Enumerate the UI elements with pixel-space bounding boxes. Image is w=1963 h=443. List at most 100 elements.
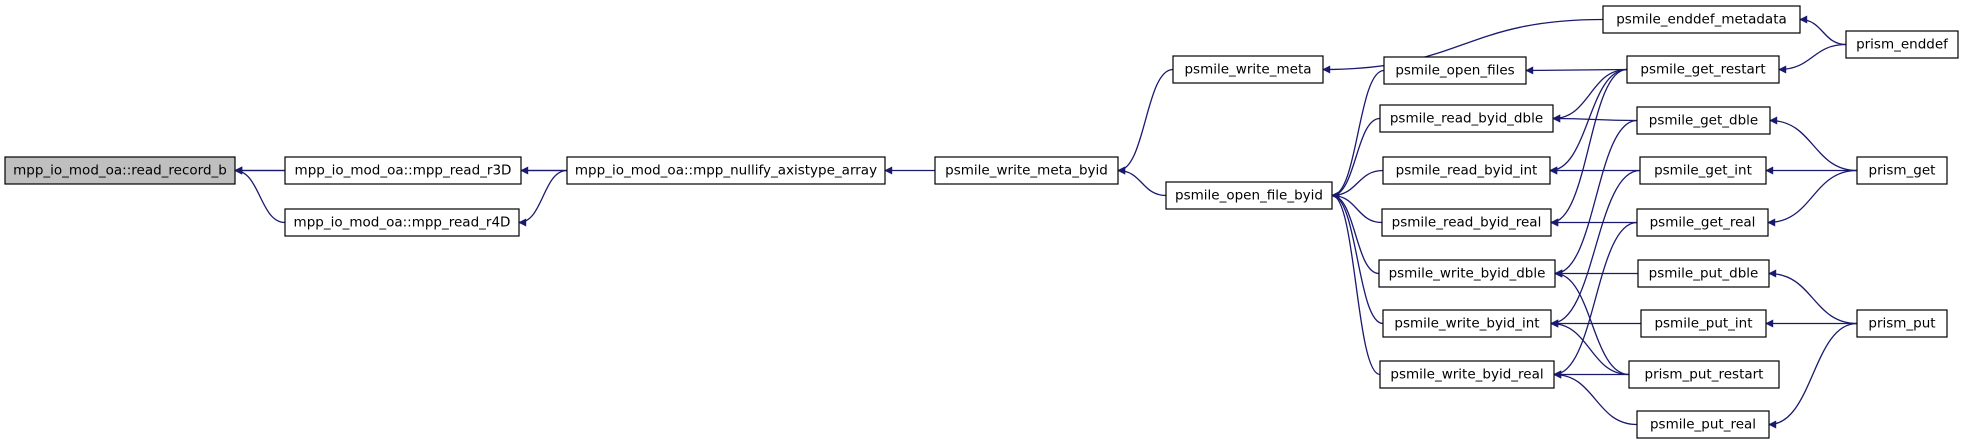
node-label: psmile_get_dble — [1649, 113, 1758, 129]
edge-arrow — [234, 166, 286, 224]
node-label: psmile_put_int — [1654, 316, 1752, 332]
node-box — [1636, 106, 1771, 135]
node-label: psmile_read_byid_int — [1396, 163, 1538, 179]
edge-enddef-to-get-restart — [1778, 43, 1847, 74]
node-put-int[interactable]: psmile_put_int — [1640, 309, 1767, 338]
node-box — [284, 208, 520, 237]
edge-arrow — [518, 169, 568, 227]
node-box — [1640, 309, 1767, 338]
edge-nullify-to-read-r4D — [518, 169, 568, 227]
node-write-int[interactable]: psmile_write_byid_int — [1382, 309, 1552, 338]
edge-get-restart-to-read-dble — [1552, 68, 1628, 123]
node-box — [566, 156, 886, 185]
node-open-files[interactable]: psmile_open_files — [1383, 56, 1527, 85]
node-label: psmile_open_files — [1395, 63, 1514, 79]
edge-enddef-to-enddef-meta — [1799, 15, 1847, 46]
edge-arrow — [1331, 69, 1385, 200]
node-label: psmile_write_byid_dble — [1389, 266, 1546, 282]
node-read-record-b[interactable]: mpp_io_mod_oa::read_record_b — [4, 156, 236, 185]
edge-arrow — [1550, 68, 1628, 227]
node-label: mpp_io_mod_oa::mpp_nullify_axistype_arra… — [575, 163, 877, 179]
edge-arrow — [1553, 370, 1638, 426]
node-box — [1382, 156, 1551, 185]
node-box — [934, 156, 1119, 185]
edge-put-to-put-real — [1768, 322, 1858, 429]
node-label: prism_put_restart — [1645, 367, 1764, 383]
node-box — [1636, 208, 1769, 237]
node-label: mpp_io_mod_oa::mpp_read_r4D — [294, 215, 511, 231]
node-read-int[interactable]: psmile_read_byid_int — [1382, 156, 1551, 185]
node-label: psmile_get_restart — [1640, 62, 1765, 78]
edge-arrow — [1331, 191, 1381, 376]
node-box — [1381, 208, 1552, 237]
node-get-int[interactable]: psmile_get_int — [1639, 156, 1767, 185]
node-label: psmile_write_meta_byid — [945, 163, 1108, 179]
edge-arrow — [1778, 43, 1847, 74]
node-box — [1637, 259, 1770, 288]
node-get-real[interactable]: psmile_get_real — [1636, 208, 1769, 237]
edge-get-to-get-real — [1767, 169, 1858, 227]
edge-open-files-to-open-file-byid — [1331, 69, 1385, 200]
node-label: psmile_write_byid_int — [1394, 316, 1539, 332]
node-write-dble[interactable]: psmile_write_byid_dble — [1378, 259, 1556, 288]
node-open-file-byid[interactable]: psmile_open_file_byid — [1165, 181, 1333, 210]
node-box — [284, 156, 522, 185]
edge-write-int-to-open-file-byid — [1331, 191, 1384, 325]
edge-put-real-to-write-real — [1553, 370, 1638, 426]
node-box — [1856, 156, 1948, 185]
node-read-r3D[interactable]: mpp_io_mod_oa::mpp_read_r3D — [284, 156, 522, 185]
edge-arrow — [1552, 68, 1628, 123]
node-read-real[interactable]: psmile_read_byid_real — [1381, 208, 1552, 237]
node-enddef-meta[interactable]: psmile_enddef_metadata — [1602, 5, 1801, 34]
edge-get-dble-to-read-dble — [1552, 114, 1638, 123]
edge-enddef-meta-to-write-meta — [1322, 18, 1604, 74]
edge-arrow — [1322, 18, 1604, 74]
edge-read-r4D-to-read-record-b — [234, 166, 286, 224]
node-put-real[interactable]: psmile_put_real — [1636, 410, 1770, 439]
node-box — [1602, 5, 1801, 34]
node-box — [1636, 410, 1770, 439]
edge-arrow — [1552, 114, 1638, 123]
node-label: psmile_put_real — [1650, 417, 1756, 433]
node-nullify[interactable]: mpp_io_mod_oa::mpp_nullify_axistype_arra… — [566, 156, 886, 185]
edge-get-dble-to-write-dble — [1554, 119, 1638, 278]
node-label: mpp_io_mod_oa::read_record_b — [13, 163, 227, 179]
edge-put-to-put-dble — [1768, 269, 1858, 325]
node-read-r4D[interactable]: mpp_io_mod_oa::mpp_read_r4D — [284, 208, 520, 237]
node-box — [1165, 181, 1333, 210]
edge-arrow — [1549, 68, 1628, 175]
node-box — [4, 156, 236, 185]
edge-open-file-byid-to-write-meta-byid — [1117, 166, 1167, 197]
node-label: psmile_open_file_byid — [1175, 188, 1323, 204]
node-box — [1856, 309, 1948, 338]
node-label: prism_get — [1869, 163, 1936, 179]
edges-layer — [234, 15, 1858, 429]
node-put[interactable]: prism_put — [1856, 309, 1948, 338]
node-label: prism_enddef — [1856, 37, 1949, 53]
edge-write-real-to-open-file-byid — [1331, 191, 1381, 376]
node-label: psmile_write_meta — [1184, 62, 1311, 78]
edge-arrow — [1331, 191, 1384, 325]
edge-get-restart-to-read-real — [1550, 68, 1628, 227]
node-label: psmile_write_byid_real — [1390, 367, 1543, 383]
node-get-dble[interactable]: psmile_get_dble — [1636, 106, 1771, 135]
edge-write-meta-to-write-meta-byid — [1117, 68, 1174, 175]
node-label: prism_put — [1868, 316, 1935, 332]
node-write-meta-byid[interactable]: psmile_write_meta_byid — [934, 156, 1119, 185]
node-read-dble[interactable]: psmile_read_byid_dble — [1379, 104, 1554, 133]
edge-put-restart-to-write-int — [1550, 319, 1630, 376]
node-get-restart[interactable]: psmile_get_restart — [1626, 55, 1780, 84]
node-box — [1172, 55, 1324, 84]
node-get[interactable]: prism_get — [1856, 156, 1948, 185]
node-label: psmile_get_int — [1654, 163, 1752, 179]
node-put-restart[interactable]: prism_put_restart — [1628, 360, 1780, 389]
node-enddef[interactable]: prism_enddef — [1845, 30, 1959, 59]
node-write-meta[interactable]: psmile_write_meta — [1172, 55, 1324, 84]
edge-arrow — [1768, 269, 1858, 325]
node-put-dble[interactable]: psmile_put_dble — [1637, 259, 1770, 288]
edge-get-to-get-dble — [1769, 116, 1858, 172]
node-box — [1639, 156, 1767, 185]
node-write-real[interactable]: psmile_write_byid_real — [1379, 360, 1555, 389]
